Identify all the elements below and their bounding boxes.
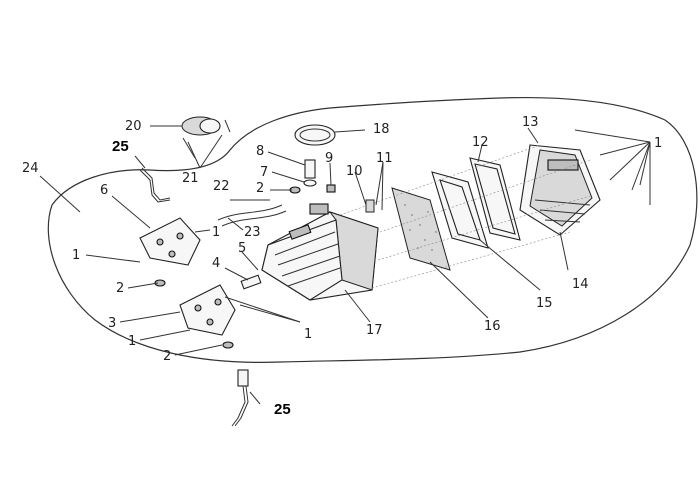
breather-tube — [304, 159, 316, 179]
nut-b — [222, 341, 234, 349]
alignment-lines — [339, 144, 591, 289]
cover-gasket — [469, 157, 521, 241]
callout-2-left-b: 2 — [163, 349, 171, 364]
callout-1-bracket: 1 — [212, 225, 220, 240]
airbox-housing — [261, 203, 379, 301]
callout-23: 23 — [244, 225, 261, 240]
callout-13: 13 — [522, 115, 539, 130]
callout-9: 9 — [325, 151, 333, 166]
callout-20: 20 — [125, 119, 142, 134]
callout-5: 5 — [238, 241, 246, 256]
bolt-21b — [224, 119, 231, 133]
callout-11: 11 — [376, 151, 393, 166]
callout-3: 3 — [108, 316, 116, 331]
callout-1-center: 1 — [304, 327, 312, 342]
callout-2-left-a: 2 — [116, 281, 124, 296]
callout-4: 4 — [212, 256, 220, 271]
drain-plug — [365, 199, 375, 213]
callout-18: 18 — [373, 122, 390, 137]
callout-1-left-a: 1 — [72, 248, 80, 263]
filter-frame — [431, 171, 489, 249]
callout-25-lower: 25 — [274, 401, 291, 418]
callout-12: 12 — [472, 135, 489, 150]
intake-boot — [181, 116, 221, 136]
callout-6: 6 — [100, 183, 108, 198]
airbox-cover — [519, 144, 601, 236]
support-rod-upper — [139, 167, 171, 203]
callout-10: 10 — [346, 164, 363, 179]
callout-14: 14 — [572, 277, 589, 292]
mounting-bracket-upper — [139, 217, 201, 266]
spacer-bush — [240, 274, 262, 290]
callout-15: 15 — [536, 296, 553, 311]
callout-25-upper: 25 — [112, 138, 129, 155]
callout-17: 17 — [366, 323, 383, 338]
callout-7: 7 — [260, 165, 268, 180]
breather-hose-2 — [221, 210, 287, 227]
breather-hose — [217, 204, 283, 221]
callout-1-right: 1 — [654, 136, 662, 151]
callout-1-left-b: 1 — [128, 334, 136, 349]
assembly-boundary-outline — [47, 96, 698, 363]
callout-16: 16 — [484, 319, 501, 334]
callout-2-upper: 2 — [256, 181, 264, 196]
callout-8: 8 — [256, 144, 264, 159]
filter-element — [391, 187, 451, 271]
breather-clip — [303, 179, 317, 187]
bolt-21 — [182, 137, 196, 159]
callout-22: 22 — [213, 179, 230, 194]
mounting-bracket-lower — [179, 284, 236, 336]
support-rod-lower — [231, 369, 249, 427]
callout-21: 21 — [182, 171, 199, 186]
callout-24: 24 — [22, 161, 39, 176]
hose-clamp — [294, 124, 336, 146]
small-grommet — [326, 184, 336, 193]
leader-lines — [39, 125, 651, 405]
